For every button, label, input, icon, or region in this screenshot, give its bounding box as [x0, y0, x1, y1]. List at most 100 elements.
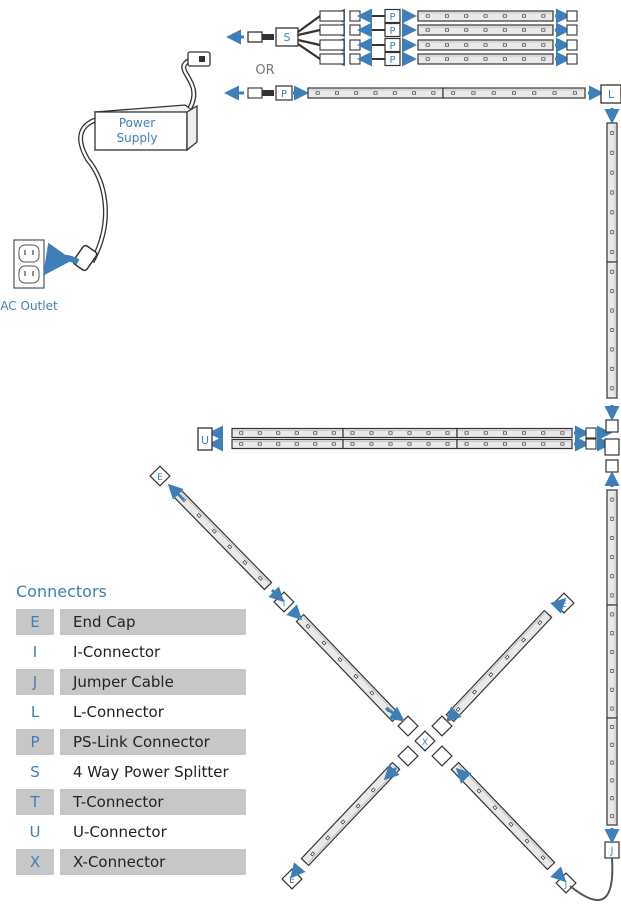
led-strip [231, 427, 344, 439]
legend-code: U [29, 823, 41, 841]
legend-item: I I-Connector [16, 639, 246, 665]
legend-code: S [30, 763, 40, 781]
cable-plug [319, 39, 345, 51]
x-letter: X [422, 738, 428, 748]
cable-plug [349, 24, 361, 36]
power-supply-label-line2: Supply [117, 131, 158, 145]
led-strip-diagonal [295, 613, 401, 723]
legend-code: L [30, 703, 40, 721]
x-arm-nw [397, 715, 419, 737]
end-cap-top-left-letter: E [157, 473, 163, 483]
ps-link-connector [384, 37, 401, 53]
legend-title: Connectors [16, 582, 107, 601]
led-strip-diagonal [300, 761, 401, 867]
led-strip-diagonal [450, 761, 556, 871]
legend-label: PS-Link Connector [73, 733, 210, 751]
led-strip-vertical [606, 489, 618, 606]
led-strip-diagonal [445, 609, 553, 723]
cable-plug [319, 53, 345, 65]
t-connector-top [605, 419, 619, 433]
direction-arrow [445, 706, 462, 723]
connector-legend: Connectors E End Cap I I-Connector J Jumper… [16, 581, 246, 879]
legend-item: J Jumper Cable [16, 669, 246, 695]
ps-link-connector-letter: P [389, 12, 395, 23]
led-strip [342, 438, 458, 450]
led-strip [417, 10, 554, 22]
x-arm-se [431, 745, 453, 767]
led-strip [456, 438, 573, 450]
led-strip [417, 53, 554, 65]
i-connector-letter: I [283, 599, 286, 609]
legend-item: L L-Connector [16, 699, 246, 725]
ac-outlet-label: AC Outlet [0, 299, 58, 313]
led-strip-vertical [606, 122, 618, 263]
end-cap-top-left [149, 465, 171, 487]
legend-code: P [16, 729, 54, 755]
legend-label: T-Connector [73, 793, 164, 811]
cable-plug [349, 39, 361, 51]
ps-link-connector-letter: P [389, 41, 395, 52]
legend-label: End Cap [73, 613, 136, 631]
led-strip [307, 87, 444, 99]
ac-outlet-icon [13, 239, 45, 289]
legend-label: Jumper Cable [73, 673, 174, 691]
led-strip-vertical [606, 261, 618, 399]
or-label: OR [255, 63, 274, 78]
ps-link-connector [384, 8, 401, 24]
led-strip [417, 39, 554, 51]
led-strip-diagonal [171, 487, 273, 591]
legend-label: L-Connector [73, 703, 164, 721]
cable-plug [319, 10, 345, 22]
l-connector-top [600, 84, 621, 104]
direction-arrow [383, 764, 400, 781]
led-strip [456, 427, 573, 439]
end-cap [566, 53, 578, 65]
legend-label: I-Connector [73, 643, 161, 661]
direction-arrow [385, 706, 405, 722]
end-cap-right-letter: E [561, 600, 567, 610]
ps-link-connector-row-letter: P [281, 89, 287, 100]
direction-arrow [550, 597, 567, 614]
x-arm-sw [397, 745, 419, 767]
x-arm-ne [431, 715, 453, 737]
dc-connector-icon [187, 51, 211, 67]
led-strip-vertical [606, 604, 618, 719]
led-strip [442, 87, 586, 99]
legend-code: T [16, 789, 54, 815]
splitter-letter: S [284, 31, 291, 44]
legend-code: J [16, 669, 54, 695]
legend-label: U-Connector [73, 823, 167, 841]
power-supply-label-line1: Power [119, 116, 155, 130]
legend-code: X [16, 849, 54, 875]
legend-label: X-Connector [73, 853, 166, 871]
u-connector [197, 427, 213, 451]
end-cap [566, 10, 578, 22]
direction-arrow [290, 862, 306, 879]
legend-code: I [32, 643, 38, 661]
legend-label: 4 Way Power Splitter [73, 763, 229, 781]
end-cap [585, 438, 597, 450]
led-strip [417, 24, 554, 36]
plug-icon [72, 244, 98, 272]
end-cap [585, 427, 597, 439]
legend-item: S 4 Way Power Splitter [16, 759, 246, 785]
led-strip [342, 427, 458, 439]
t-connector [604, 438, 620, 456]
jumper-end-bottom-letter: J [564, 880, 568, 890]
cable-plug [319, 24, 345, 36]
ps-link-connector-letter: P [389, 26, 395, 37]
end-cap-bottom-left-letter: E [289, 876, 295, 886]
jumper-cable [569, 857, 614, 902]
end-cap [566, 39, 578, 51]
legend-item: P PS-Link Connector [16, 729, 246, 755]
legend-item: U U-Connector [16, 819, 246, 845]
direction-arrow [550, 866, 567, 883]
led-strip [231, 438, 344, 450]
legend-code: E [16, 609, 54, 635]
ps-link-connector-row [275, 85, 293, 101]
plug-in-arrow [43, 242, 80, 276]
legend-item: T T-Connector [16, 789, 246, 815]
ps-link-connector-letter: P [389, 55, 395, 66]
u-letter: U [201, 434, 209, 447]
direction-arrow [268, 586, 285, 603]
